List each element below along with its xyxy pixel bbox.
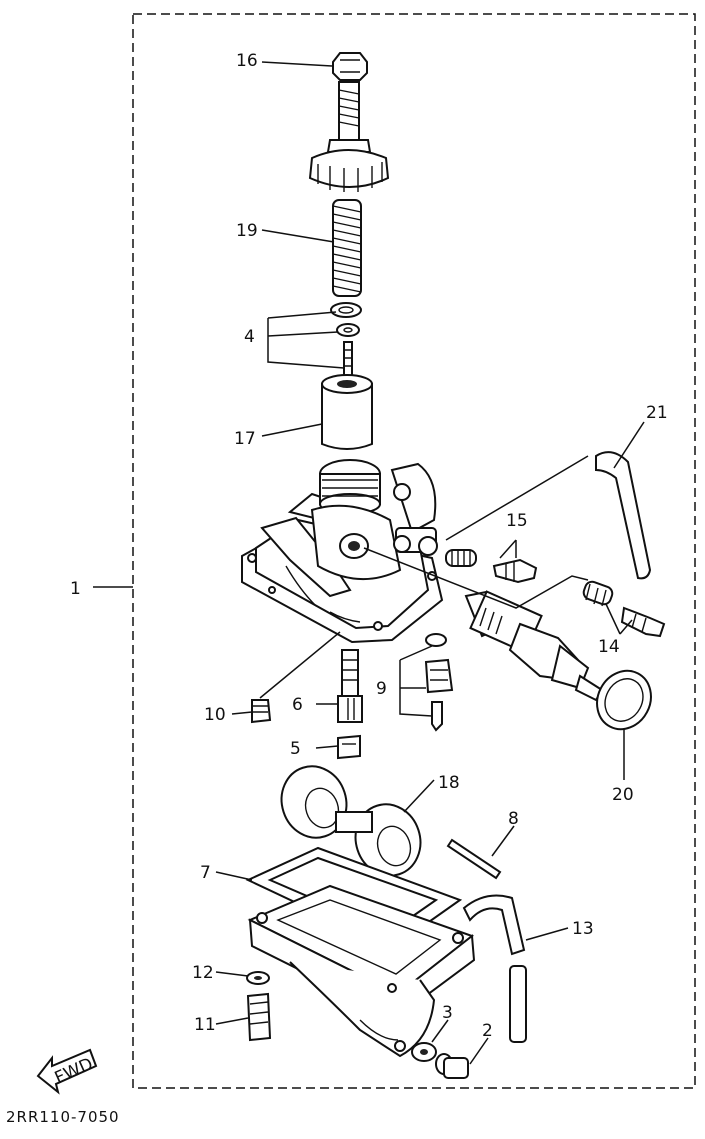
callout-1: 1 (70, 579, 81, 599)
callout-7: 7 (200, 863, 211, 883)
part-1-carburetor-body (241, 459, 444, 644)
callout-19: 19 (236, 221, 258, 241)
part-9-float-valve (424, 633, 454, 732)
callout-12: 12 (192, 963, 214, 983)
callout-5: 5 (290, 739, 301, 759)
part-17-throttle-valve (321, 374, 373, 450)
part-15-pilot-air-screw (445, 549, 538, 584)
part-13-hose (462, 894, 527, 1043)
part-3-washer (411, 1042, 437, 1062)
part-20-starter-plunger (464, 590, 652, 731)
part-19-spring (332, 199, 362, 297)
callout-20: 20 (612, 785, 634, 805)
callout-21: 21 (646, 403, 668, 423)
part-5-main-jet (337, 734, 361, 760)
callout-13: 13 (572, 919, 594, 939)
callout-17: 17 (234, 429, 256, 449)
callout-16: 16 (236, 51, 258, 71)
part-12-washer (246, 971, 270, 985)
callout-2: 2 (482, 1021, 493, 1041)
callout-numbers: 16 19 4 17 1 21 15 14 20 10 6 5 9 18 8 7… (70, 51, 668, 1041)
callout-14: 14 (598, 637, 620, 657)
forward-direction-arrow: FWD (36, 1048, 98, 1095)
callout-18: 18 (438, 773, 460, 793)
callout-4: 4 (244, 327, 255, 347)
callout-9: 9 (376, 679, 387, 699)
callout-8: 8 (508, 809, 519, 829)
drawing-code: 2RR110-7050 (6, 1108, 120, 1126)
part-6-needle-jet (337, 649, 363, 723)
callout-10: 10 (204, 705, 226, 725)
part-2-drain-screw (435, 1053, 469, 1079)
callout-6: 6 (292, 695, 303, 715)
part-float-bowl (247, 884, 476, 1058)
part-21-hose (595, 451, 652, 580)
part-14-throttle-stop-screw (582, 580, 666, 638)
part-8-float-pin (446, 838, 502, 880)
part-4-clip-and-needle (330, 302, 362, 387)
part-16-nut (332, 52, 368, 81)
part-11-screw (246, 992, 272, 1042)
assembly-boundary (132, 13, 696, 1089)
part-18-float (280, 765, 422, 877)
leader-lines (93, 61, 645, 1065)
callout-11: 11 (194, 1015, 216, 1035)
part-10-plug-screw (251, 699, 272, 724)
callout-3: 3 (442, 1003, 453, 1023)
part-cap-with-stud (308, 81, 390, 192)
callout-15: 15 (506, 511, 528, 531)
